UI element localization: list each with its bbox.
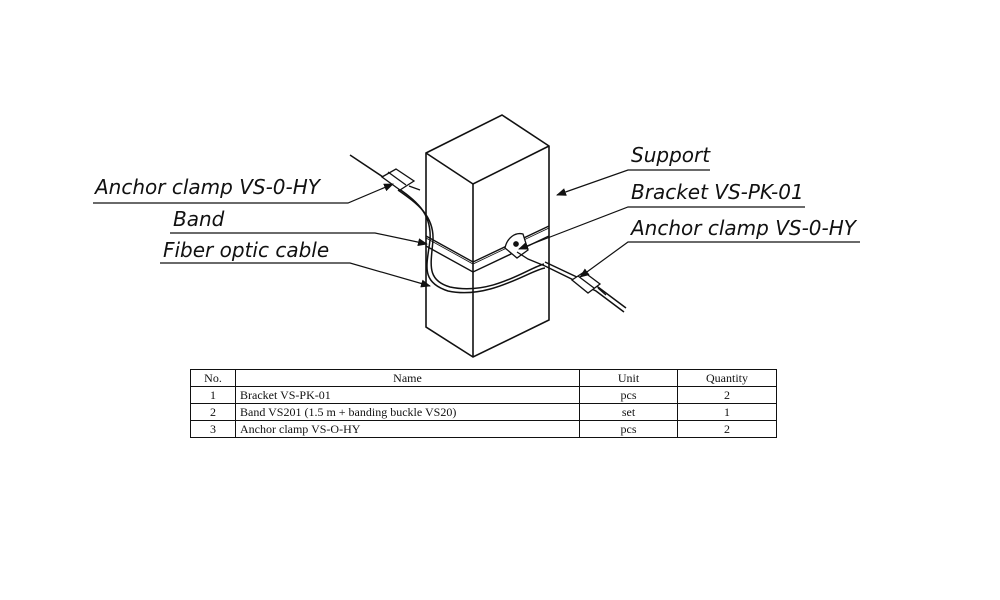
leader-lines — [93, 169, 860, 288]
label-fiber-optic-cable: Fiber optic cable — [163, 238, 329, 262]
label-bracket: Bracket VS-PK-01 — [631, 180, 804, 204]
cell-name: Anchor clamp VS-O-HY — [235, 420, 580, 438]
cell-quantity: 2 — [677, 386, 777, 404]
label-anchor-clamp-left: Anchor clamp VS-0-HY — [93, 175, 322, 199]
table-header-row: No. Name Unit Quantity — [190, 369, 777, 387]
header-quantity: Quantity — [677, 369, 777, 387]
fiber-optic-cable — [349, 154, 627, 313]
header-unit: Unit — [579, 369, 678, 387]
cell-no: 1 — [190, 386, 236, 404]
label-support: Support — [631, 143, 711, 167]
cell-unit: pcs — [579, 386, 678, 404]
parts-table: No. Name Unit Quantity 1 Bracket VS-PK-0… — [190, 369, 777, 438]
cell-no: 3 — [190, 420, 236, 438]
cell-unit: set — [579, 403, 678, 421]
cell-quantity: 2 — [677, 420, 777, 438]
table-row: 3 Anchor clamp VS-O-HY pcs 2 — [190, 420, 777, 438]
label-band: Band — [173, 207, 225, 231]
anchor-clamp-left — [380, 168, 421, 191]
cell-name: Bracket VS-PK-01 — [235, 386, 580, 404]
anchor-clamp-right — [570, 271, 607, 296]
cell-quantity: 1 — [677, 403, 777, 421]
support-post — [425, 114, 550, 358]
cell-no: 2 — [190, 403, 236, 421]
cell-name: Band VS201 (1.5 m + banding buckle VS20) — [235, 403, 580, 421]
label-anchor-clamp-right: Anchor clamp VS-0-HY — [629, 216, 858, 240]
table-row: 2 Band VS201 (1.5 m + banding buckle VS2… — [190, 403, 777, 421]
table-row: 1 Bracket VS-PK-01 pcs 2 — [190, 386, 777, 404]
header-no: No. — [190, 369, 236, 387]
cell-unit: pcs — [579, 420, 678, 438]
header-name: Name — [235, 369, 580, 387]
